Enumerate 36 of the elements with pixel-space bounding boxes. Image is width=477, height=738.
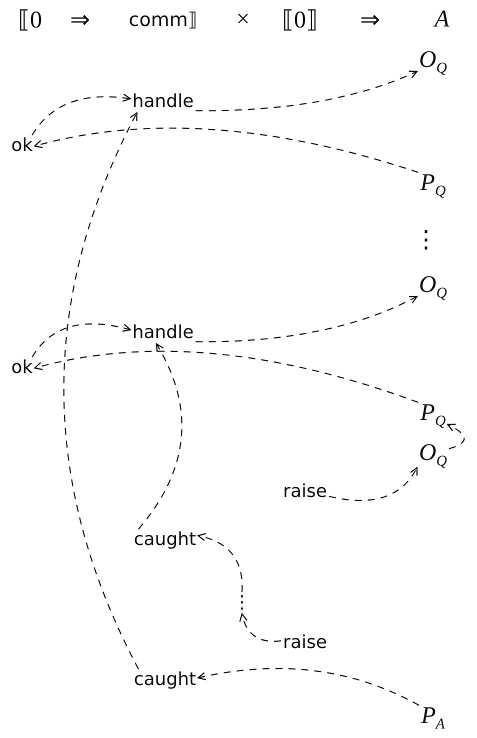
move-label: handle [130, 322, 196, 344]
formula-symbol: ⋮ [414, 226, 438, 254]
dashed-arrow [34, 350, 418, 403]
move-label: handle [130, 91, 196, 113]
formula-symbol: ⇒ [70, 6, 90, 34]
move-label: ok [9, 357, 35, 379]
formula-symbol: ⟦0 [18, 6, 42, 34]
move-label: ⋮ [231, 592, 253, 614]
dashed-arrow [138, 343, 182, 530]
dashed-arrow [198, 668, 420, 706]
formula-symbol: ⟦0⟧ [282, 6, 318, 34]
dashed-arrow [34, 128, 418, 173]
dashed-arrow [63, 112, 139, 670]
dashed-arrow [196, 296, 418, 342]
formula-symbol: comm⟧ [128, 9, 198, 31]
move-label: O$_{Q}$ [416, 439, 450, 471]
dashed-arrow [240, 613, 282, 642]
move-label: P$_{A}$ [419, 702, 447, 734]
dashed-arrow [196, 70, 418, 112]
dashed-arrow [328, 467, 418, 501]
dashed-arrow [32, 94, 131, 136]
move-label: raise [281, 632, 329, 654]
dashed-arrow [198, 533, 243, 592]
move-label: raise [281, 481, 329, 503]
dashed-arrow [447, 424, 465, 450]
formula-symbol: A [434, 6, 450, 34]
formula-symbol: ⇒ [360, 6, 380, 34]
move-label: caught [132, 669, 198, 691]
move-label: P$_{Q}$ [418, 169, 448, 201]
formula-symbol: × [236, 6, 250, 34]
move-label: O$_{Q}$ [416, 46, 450, 78]
move-label: ok [9, 135, 35, 157]
move-label: O$_{Q}$ [416, 271, 450, 303]
move-label: P$_{Q}$ [418, 399, 448, 431]
dashed-arrow [32, 323, 131, 358]
move-label: caught [132, 529, 198, 551]
